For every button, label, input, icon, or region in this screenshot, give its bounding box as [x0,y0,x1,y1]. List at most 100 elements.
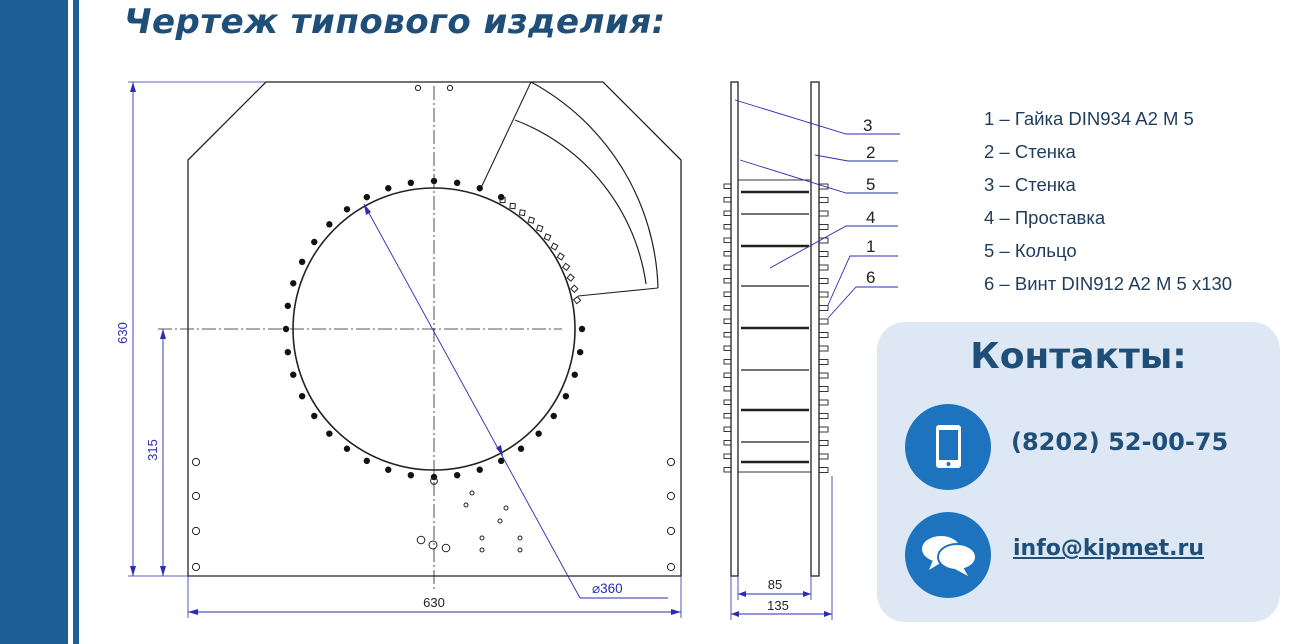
screw-nut [723,426,732,432]
dimension-height-630 [128,81,266,577]
contacts-title: Контакты: [970,336,1187,377]
screw-nut [723,197,732,203]
dimension-label-side-outer: 135 [767,598,789,613]
bolt-dot [363,457,371,465]
bolt-dot [326,430,333,437]
bolt-dot [385,185,392,192]
callout-4: 4 [866,208,875,227]
segment-edge-bottom [577,287,659,297]
side-screws-left [723,183,732,473]
top-hole [446,84,454,92]
email-link[interactable]: info@kipmet.ru [1013,536,1205,561]
page-title: Чертеж типового изделия: [124,2,666,42]
dimension-side-85 [737,576,812,600]
bolt-dot [284,348,292,356]
side-wall-left [730,81,739,577]
screw-nut [723,372,732,378]
bolt-dot [311,238,318,246]
callout-5: 5 [866,175,875,194]
dimension-label-width-total: 630 [423,595,445,610]
segment-arc-outer [530,81,659,289]
screw-head [818,426,829,433]
screw-head [818,278,829,284]
bolt-dot [284,302,292,310]
dimension-side-135 [730,476,833,620]
callout-leaders [734,99,900,319]
screw-head [818,386,829,392]
screw-nut [723,210,732,216]
bolt-dot [343,206,351,213]
bolt-dot [343,445,351,452]
dimension-label-side-inner: 85 [768,577,782,592]
dimension-label-height-total: 630 [115,322,130,344]
screw-nut [723,224,732,230]
segment-edge-top [479,81,532,191]
contacts-panel: Контакты: (8202) 52-00-75 info@kipmet.ru [877,322,1280,622]
segment-mark [543,233,552,242]
screw-head [818,372,829,379]
bolt-dot [535,430,542,437]
screw-nut [723,305,732,311]
screw-head [818,291,829,298]
bolt-dot [550,412,557,420]
screw-nut [723,291,732,297]
segment-mark [566,273,575,282]
screw-head [818,440,829,446]
top-hole [414,84,422,92]
bolt-dot [407,471,415,479]
bottom-holes [416,477,523,553]
dimension-width-630 [187,576,682,618]
side-spacers [741,190,809,464]
screw-nut [723,440,732,446]
screw-nut [723,413,732,419]
side-view: 3 2 5 4 1 6 85 135 [723,81,900,620]
segment-marks [499,197,582,305]
screw-nut [723,467,732,473]
screw-head [818,305,829,311]
segment-mark [572,295,582,305]
bolt-dot [311,412,318,420]
bolt-dot [562,392,570,400]
bolt-dot [453,471,461,479]
bolt-dot [290,371,297,378]
bolt-dot [326,221,333,228]
screw-head [818,332,829,338]
bolt-dot [407,179,415,187]
screw-nut [723,345,732,351]
bolt-dot [290,280,297,287]
screw-head [818,224,829,230]
bolt-dot [571,371,578,378]
screw-head [818,467,829,473]
legend-item: 4 – Проставка [984,207,1106,228]
screw-nut [723,251,732,257]
screw-head [818,210,829,217]
left-brand-stripe-thin [73,0,79,644]
bolt-dot [453,179,461,187]
callout-6: 6 [866,268,875,287]
callout-3: 3 [863,116,872,135]
screw-head [818,318,829,325]
side-screws-right [818,183,829,473]
left-brand-stripe [0,0,68,644]
segment-mark [556,252,565,261]
segment-mark [550,242,559,251]
parts-legend: 1 – Гайка DIN934 A2 M 5 2 – Стенка 3 – С… [984,102,1232,300]
bolt-dot [578,325,586,333]
dimension-height-315 [160,329,166,576]
dimension-label-height-half: 315 [145,439,160,461]
screw-head [818,197,829,203]
bolt-dot [576,348,584,356]
screw-head [818,453,829,460]
screw-nut [723,332,732,338]
side-wall-right [810,81,820,577]
bolt-dot [298,258,306,266]
callout-1: 1 [866,237,875,256]
callout-2: 2 [866,143,875,162]
phone-number[interactable]: (8202) 52-00-75 [1011,428,1229,456]
phone-icon [905,404,991,490]
screw-nut [723,237,732,243]
screw-head [818,345,829,352]
legend-item: 2 – Стенка [984,141,1076,162]
legend-item: 5 – Кольцо [984,240,1077,261]
